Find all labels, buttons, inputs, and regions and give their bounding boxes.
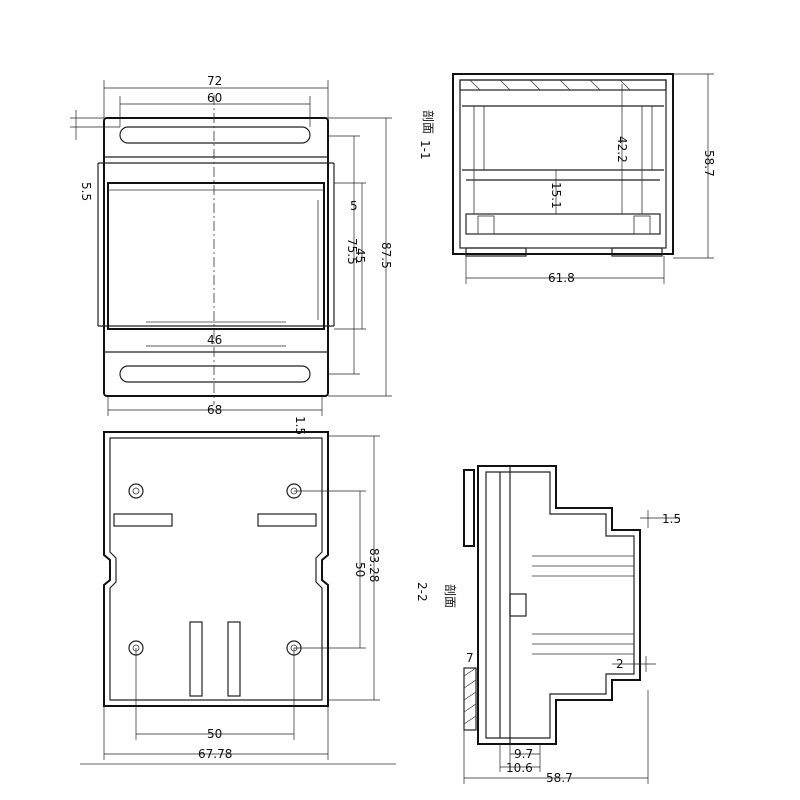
section-2-2-dim-9-7: 9.7 (514, 747, 533, 761)
section-1-1-outline (452, 73, 674, 255)
clip-right (257, 513, 317, 527)
front-dim-46: 46 (207, 333, 222, 347)
back-dim-50-vertical: 50 (353, 562, 367, 577)
front-dim-5: 5 (350, 199, 358, 213)
section-2-2-dim-2: 2 (616, 657, 624, 671)
section-2-2-dim-10-6: 10.6 (506, 761, 533, 775)
section-1-1-dim-61-8: 61.8 (548, 271, 575, 285)
section-1-1-label-prefix: 剖面 (421, 110, 435, 134)
front-dim-87-5: 87.5 (379, 242, 393, 269)
section-2-2-label-prefix: 剖面 (443, 584, 457, 608)
section-1-1-dim-58-7: 58.7 (702, 150, 716, 177)
back-outer-outline (103, 431, 329, 707)
front-outer-outline (103, 117, 329, 397)
back-dim-83-28: 83.28 (367, 548, 381, 582)
front-dim-68: 68 (207, 403, 222, 417)
back-dim-1-5: 1.5 (293, 416, 307, 435)
front-dim-75-5: 75.5 (345, 238, 359, 265)
front-top-slot (119, 126, 311, 144)
front-dim-72: 72 (207, 74, 222, 88)
vertical-slot-left (189, 621, 203, 697)
back-view: 1.5 83.28 50 50 67.78 (80, 416, 396, 765)
back-dim-67-78: 67.78 (198, 747, 232, 761)
section-2-2-outline (463, 469, 475, 547)
front-view: 72 60 5.5 87.5 75.5 45 5 46 68 (70, 74, 393, 417)
section-1-1-dim-42-2: 42.2 (615, 136, 629, 163)
section-2-2-dim-1-5: 1.5 (662, 512, 681, 526)
section-1-1: 58.7 42.2 15.1 61.8 剖面 1-1 (418, 73, 716, 285)
section-2-2-dim-58-7: 58.7 (546, 771, 573, 785)
section-1-1-dim-15-1: 15.1 (549, 182, 563, 209)
back-dim-50-horizontal: 50 (207, 727, 222, 741)
front-window (107, 182, 325, 330)
front-dim-45: 45 (353, 248, 367, 263)
front-dim-60: 60 (207, 91, 222, 105)
section-2-2-dim-7: 7 (466, 651, 474, 665)
mount-hole-top-left (128, 483, 144, 499)
clip-left (113, 513, 173, 527)
section-1-1-label: 1-1 (418, 140, 432, 160)
front-dim-5-5: 5.5 (79, 182, 93, 201)
section-2-2-label: 2-2 (415, 582, 429, 602)
section-2-2: 1.5 2 7 9.7 10.6 58.7 剖面 2-2 (415, 465, 681, 785)
vertical-slot-right (227, 621, 241, 697)
front-bottom-slot (119, 365, 311, 383)
